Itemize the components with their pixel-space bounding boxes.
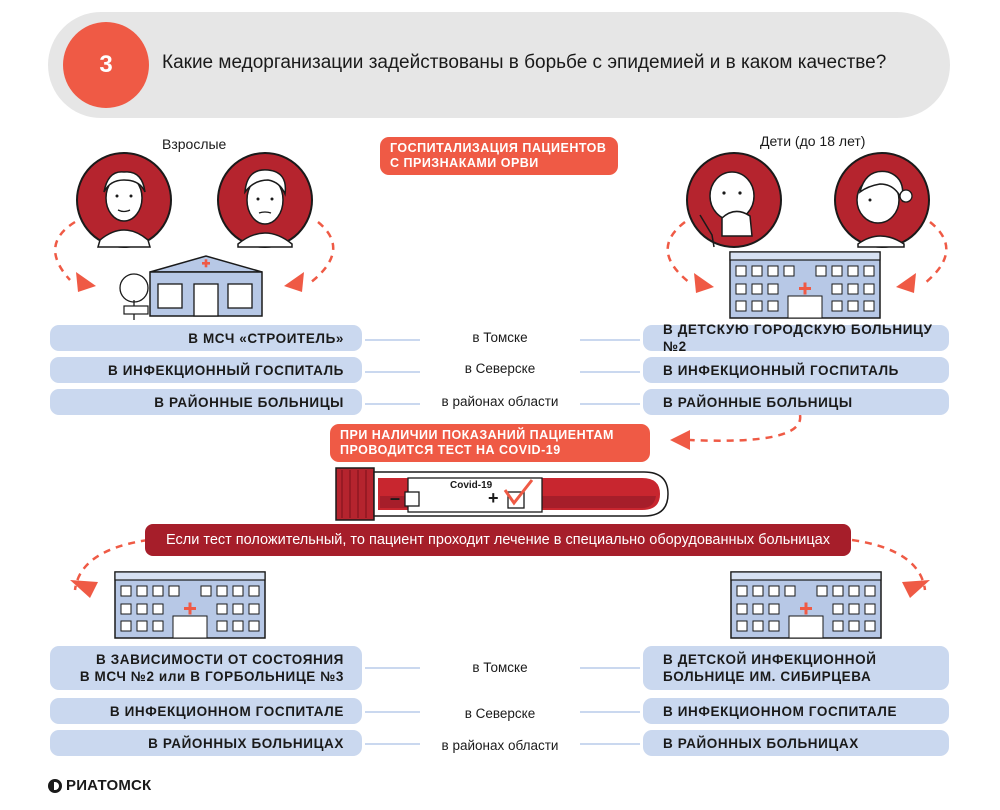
treat-city-districts: в районах области: [441, 738, 559, 753]
adult-man-portrait-icon: [217, 152, 313, 248]
hospitalization-tag-line1: ГОСПИТАЛИЗАЦИЯ ПАЦИЕНТОВ: [390, 141, 607, 155]
arrow-head-icon: [896, 273, 916, 293]
clinic-building-icon: [119, 255, 263, 320]
treat-city-tomsk: в Томске: [472, 660, 528, 675]
logo-text: РИАТОМСК: [66, 777, 152, 794]
arrow-head-icon: [70, 580, 98, 598]
baby-portrait-icon: [686, 152, 782, 248]
treatment-arrow-right: [851, 538, 927, 591]
arrow-head-icon: [694, 273, 714, 293]
treat-child-tomsk: В ДЕТСКОЙ ИНФЕКЦИОННОЙ БОЛЬНИЦЕ ИМ. СИБИ…: [643, 646, 949, 690]
children-arrows: [666, 221, 948, 284]
children-label: Дети (до 18 лет): [760, 133, 866, 149]
girl-portrait-icon: [834, 152, 930, 248]
city-districts: в районах области: [441, 394, 559, 409]
adults-label: Взрослые: [162, 136, 227, 152]
header-bar: [48, 12, 950, 118]
test-tube-icon: [335, 467, 669, 521]
adult-treatment-hospital-icon: [114, 571, 266, 639]
hosp-adult-districts: В РАЙОННЫЕ БОЛЬНИЦЫ: [50, 389, 362, 415]
positive-test-banner: Если тест положительный, то пациент прох…: [145, 524, 851, 556]
covid-test-tag-line2: ПРОВОДИТСЯ ТЕСТ НА COVID-19: [340, 443, 561, 457]
children-hospital-building-icon: [729, 251, 881, 319]
hospitalization-tag: ГОСПИТАЛИЗАЦИЯ ПАЦИЕНТОВ С ПРИЗНАКАМИ ОР…: [380, 137, 618, 175]
hosp-adult-tomsk: В МСЧ «СТРОИТЕЛЬ»: [50, 325, 362, 351]
treat-child-districts: В РАЙОННЫХ БОЛЬНИЦАХ: [643, 730, 949, 756]
treat-child-seversk: В ИНФЕКЦИОННОМ ГОСПИТАЛЕ: [643, 698, 949, 724]
city-seversk: в Северске: [464, 361, 536, 376]
arrow-head-icon: [284, 272, 304, 292]
hosp-child-tomsk: В ДЕТСКУЮ ГОРОДСКУЮ БОЛЬНИЦУ №2: [643, 322, 949, 354]
treat-adult-tomsk: В ЗАВИСИМОСТИ ОТ СОСТОЯНИЯ В МСЧ №2 или …: [50, 646, 362, 690]
connector-lines: [365, 339, 640, 745]
covid-test-tag-line1: ПРИ НАЛИЧИИ ПОКАЗАНИЙ ПАЦИЕНТАМ: [340, 428, 614, 442]
step-number: 3: [63, 22, 149, 108]
treat-child-tomsk-line1: В ДЕТСКОЙ ИНФЕКЦИОННОЙ: [663, 652, 877, 667]
adult-woman-portrait-icon: [76, 152, 172, 248]
page-title: Какие медорганизации задействованы в бор…: [162, 52, 887, 73]
hosp-adult-seversk: В ИНФЕКЦИОННЫЙ ГОСПИТАЛЬ: [50, 357, 362, 383]
treat-adult-tomsk-line2: В МСЧ №2 или В ГОРБОЛЬНИЦЕ №3: [79, 669, 344, 684]
children-treatment-hospital-icon: [730, 571, 882, 639]
test-tube-label: Covid-19: [450, 480, 493, 491]
ria-tomsk-logo: РИАТОМСК: [48, 777, 151, 794]
hospitalization-tag-line2: С ПРИЗНАКАМИ ОРВИ: [390, 156, 539, 170]
hosp-child-seversk: В ИНФЕКЦИОННЫЙ ГОСПИТАЛЬ: [643, 357, 949, 383]
treat-adult-tomsk-line1: В ЗАВИСИМОСТИ ОТ СОСТОЯНИЯ: [96, 652, 344, 667]
hosp-child-districts: В РАЙОННЫЕ БОЛЬНИЦЫ: [643, 389, 949, 415]
treat-adult-seversk: В ИНФЕКЦИОННОМ ГОСПИТАЛЕ: [50, 698, 362, 724]
arrow-head-icon: [76, 272, 96, 292]
test-plus-sign: +: [488, 488, 499, 508]
treat-child-tomsk-line2: БОЛЬНИЦЕ ИМ. СИБИРЦЕВА: [663, 669, 872, 684]
covid-test-tag: ПРИ НАЛИЧИИ ПОКАЗАНИЙ ПАЦИЕНТАМ ПРОВОДИТ…: [330, 424, 650, 462]
treat-city-seversk: в Северске: [464, 706, 536, 721]
treatment-arrow-left: [73, 538, 149, 591]
arrow-head-icon: [902, 580, 930, 598]
arrow-head-icon: [670, 430, 690, 450]
treat-adult-districts: В РАЙОННЫХ БОЛЬНИЦАХ: [50, 730, 362, 756]
test-minus-sign: –: [390, 488, 401, 508]
ria-logo-icon: [48, 778, 62, 793]
test-arrow: [689, 414, 802, 442]
city-tomsk: в Томске: [472, 330, 528, 345]
